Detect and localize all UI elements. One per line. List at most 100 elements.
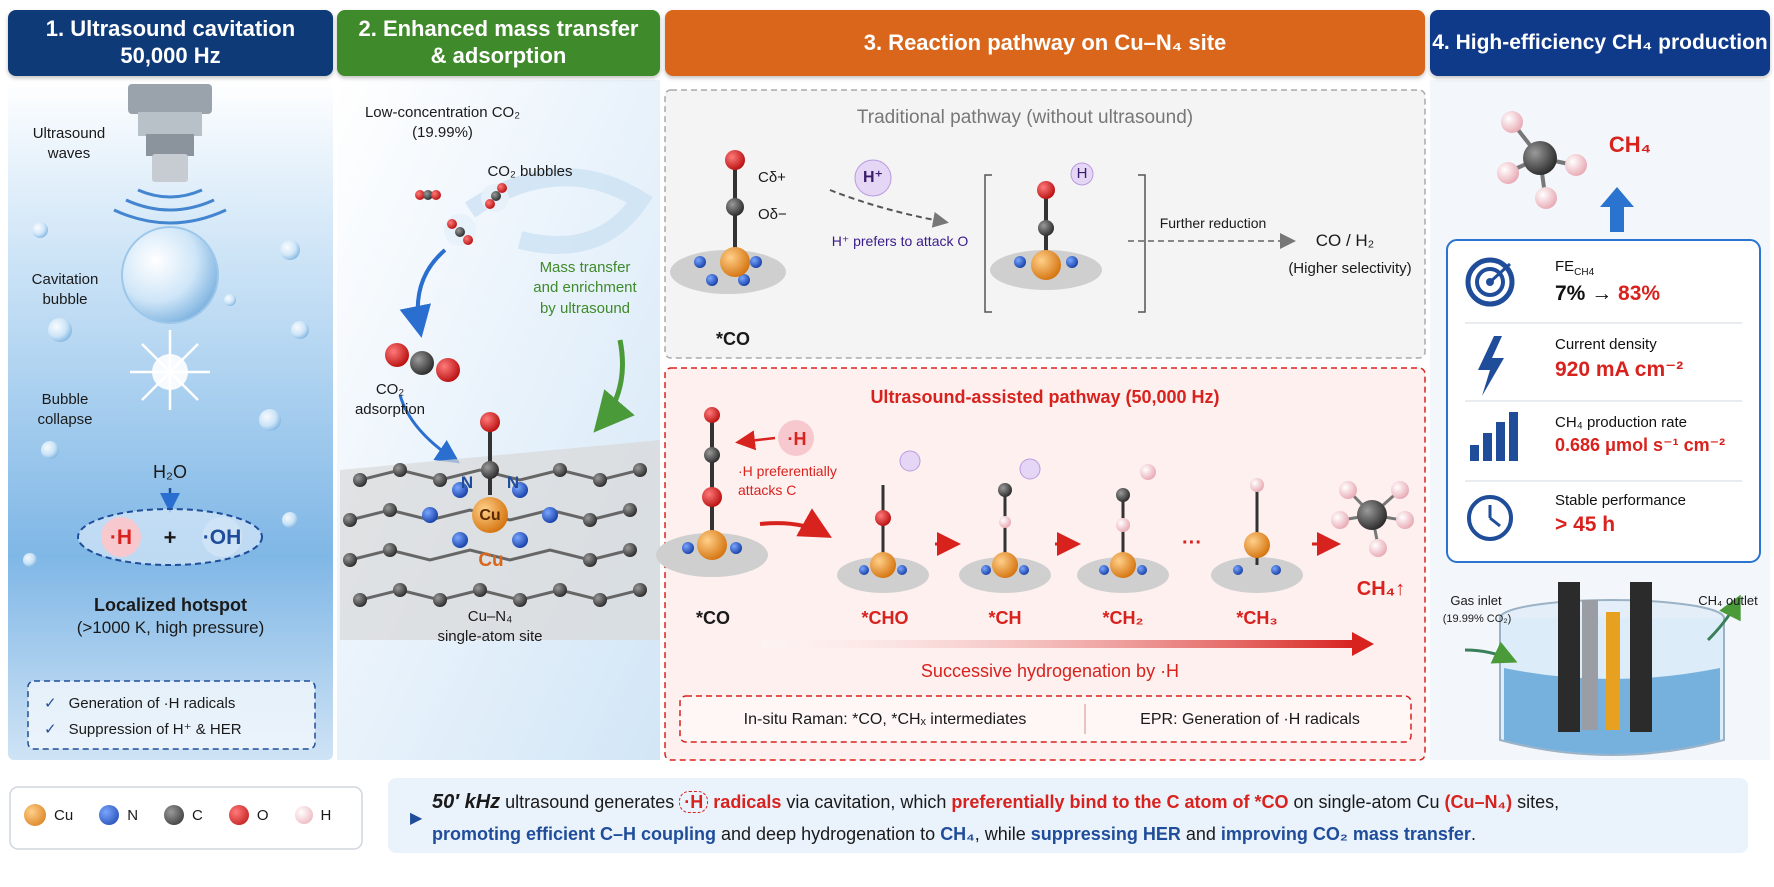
- low-conc-co2-label: Low-concentration CO₂: [364, 104, 521, 121]
- fe-value-from: 7%: [1555, 282, 1586, 305]
- legend-c: C: [164, 804, 203, 826]
- site-label-line1: Cu–N₄: [467, 608, 513, 625]
- co2-bubble-molecules: [415, 183, 509, 246]
- fe-label-sub: CH4: [1574, 267, 1595, 278]
- ultrasound-transducer: [128, 84, 212, 182]
- raman-label: In-situ Raman: *CO, *CHₓ intermediates: [743, 711, 1027, 728]
- electrochemical-cell: [1464, 582, 1741, 756]
- summary-p7: on single-atom Cu: [1288, 792, 1445, 812]
- co-h2-label: CO / H₂: [1315, 231, 1375, 250]
- clock-icon: [1467, 495, 1513, 541]
- summary-h-radical: ·H: [679, 791, 709, 813]
- panel3-header: 3. Reaction pathway on Cu–N₄ site: [665, 10, 1425, 76]
- atom-legend: Cu N C O H: [24, 804, 331, 826]
- traditional-title: Traditional pathway (without ultrasound): [856, 107, 1194, 128]
- h-plus-note: H⁺ prefers to attack O: [831, 233, 969, 249]
- ch3-site: [1211, 478, 1303, 593]
- summary-p4: radicals: [708, 792, 782, 812]
- summary-p6: preferentially bind to the C atom of *CO: [951, 792, 1289, 812]
- legend-o-label: O: [256, 806, 269, 824]
- coh-intermediate: [984, 162, 1146, 313]
- panel4-header-text: 4. High-efficiency CH₄ production: [1432, 31, 1768, 55]
- ch2-site: [1077, 464, 1169, 593]
- ch4-molecule-product: [1497, 111, 1587, 209]
- summary-p12: CH₄: [940, 824, 975, 844]
- stability-value: > 45 h: [1555, 513, 1616, 536]
- stability-label: Stable performance: [1555, 492, 1686, 509]
- summary-p10: promoting efficient C–H coupling: [432, 824, 716, 844]
- legend-n-label: N: [127, 806, 139, 824]
- ellipsis-label: ···: [1182, 532, 1202, 554]
- cu-atom-icon: [24, 804, 46, 826]
- check-item-1: ✓ Generation of ·H radicals: [44, 694, 235, 712]
- current-density-value: 920 mA cm⁻²: [1555, 358, 1684, 381]
- cho-site: [837, 450, 929, 593]
- check-item-2: ✓Suppression of H⁺ & HER: [44, 720, 242, 738]
- plus-sign: +: [163, 525, 177, 550]
- gas-inlet-pct: (19.99% CO₂): [1442, 613, 1512, 625]
- fe-label: FECH4: [1555, 258, 1755, 278]
- lightning-icon: [1478, 336, 1504, 396]
- hotspot-title: Localized hotspot: [94, 595, 247, 615]
- label-ultrasound-waves: Ultrasound waves: [32, 125, 106, 163]
- check-icon: ✓: [44, 695, 57, 712]
- summary-p8: (Cu–N₄): [1444, 792, 1513, 812]
- label-bubble-collapse: Bubble collapse: [37, 391, 93, 429]
- panel3-header-text: 3. Reaction pathway on Cu–N₄ site: [863, 29, 1227, 55]
- summary-text: 50′ kHz ultrasound generates ·H radicals…: [432, 786, 1732, 850]
- summary-p5: via cavitation, which: [781, 792, 952, 812]
- legend-n: N: [99, 804, 138, 826]
- play-icon: ▶: [410, 810, 423, 827]
- ultra-title: Ultrasound-assisted pathway (50,000 Hz): [870, 387, 1220, 407]
- epr-label: EPR: Generation of ·H radicals: [1140, 711, 1360, 728]
- metric-fe: FECH4 7% → 83%: [1555, 258, 1755, 306]
- legend-h-label: H: [320, 806, 332, 824]
- panel1-header-line2: 50,000 Hz: [120, 43, 221, 68]
- n-atom-icon: [99, 805, 120, 825]
- metric-stability: Stable performance > 45 h: [1555, 492, 1755, 537]
- summary-p16: improving CO₂ mass transfer: [1220, 824, 1471, 844]
- successive-hydrogenation-label: Successive hydrogenation by ·H: [920, 661, 1180, 681]
- higher-selectivity-label: (Higher selectivity): [1288, 260, 1412, 277]
- h-label-coh: H: [1076, 165, 1088, 182]
- ch2-label: *CH₂: [1102, 608, 1144, 628]
- cho-label: *CHO: [861, 608, 909, 628]
- ultra-co-site: [656, 407, 768, 577]
- fe-arrow: →: [1591, 282, 1613, 305]
- production-rate-label: CH₄ production rate: [1555, 414, 1688, 431]
- c-atom-icon: [164, 805, 185, 825]
- summary-p13: , while: [974, 824, 1031, 844]
- h-atom-icon: [294, 806, 313, 824]
- panel4-header: 4. High-efficiency CH₄ production: [1430, 10, 1770, 76]
- summary-p14: suppressing HER: [1030, 824, 1181, 844]
- star-co-top-label: *CO: [715, 329, 750, 349]
- o-atom-icon: [228, 805, 249, 825]
- cu-atom-label: Cu: [479, 507, 501, 524]
- target-icon: [1465, 257, 1515, 307]
- legend-cu-label: Cu: [54, 806, 74, 824]
- dot-h-radical: ·H: [787, 429, 807, 449]
- panel2-header-line1: 2. Enhanced mass transfer: [358, 16, 639, 42]
- o-delta-label: Oδ−: [758, 206, 787, 223]
- legend-o: O: [228, 804, 269, 826]
- h-preferentially-label: ·H preferentially attacks C: [738, 463, 837, 498]
- fe-label-main: FE: [1555, 258, 1575, 275]
- metric-production-rate: CH₄ production rate 0.686 μmol s⁻¹ cm⁻²: [1555, 414, 1760, 456]
- traditional-co-site: [670, 150, 786, 294]
- summary-freq: 50′ kHz: [432, 791, 501, 813]
- site-label-line2: single-atom site: [437, 628, 543, 645]
- ch4-outlet-label: CH₄ outlet: [1698, 593, 1758, 608]
- further-reduction-label: Further reduction: [1159, 215, 1267, 231]
- ch-site: [959, 458, 1051, 593]
- check-text-1: Generation of ·H radicals: [68, 695, 236, 712]
- co2-adsorption-label: CO₂ adsorption: [354, 381, 426, 419]
- ch4-product-label: CH₄: [1608, 132, 1652, 157]
- fe-value-to: 83%: [1618, 282, 1661, 305]
- legend-cu: Cu: [24, 804, 73, 826]
- bar-chart-icon: [1470, 412, 1518, 461]
- check-text-2: Suppression of H⁺ & HER: [68, 721, 242, 738]
- ch-label: *CH: [988, 608, 1022, 628]
- fe-value: 7% → 83%: [1555, 282, 1755, 306]
- n-label-left: N: [460, 473, 474, 492]
